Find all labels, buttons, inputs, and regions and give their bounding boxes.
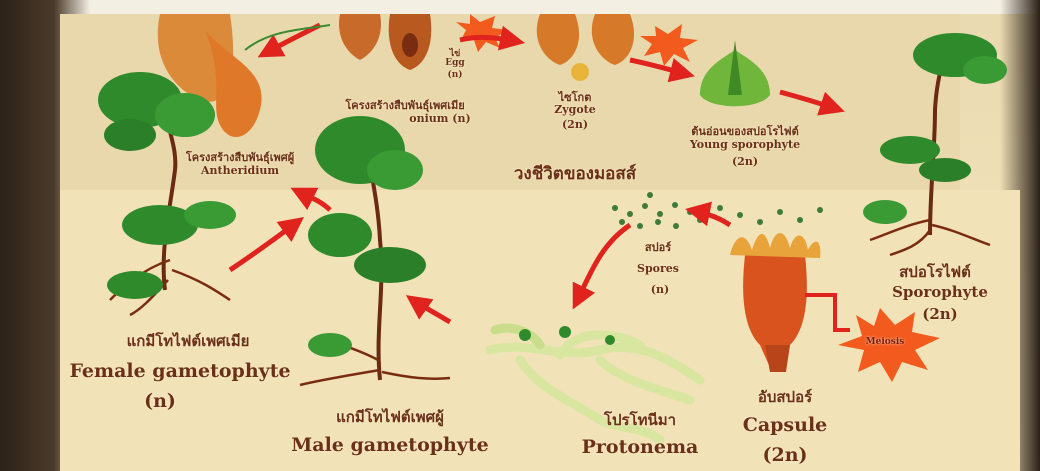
display-title: วงชีวิตของมอสส์: [470, 160, 680, 187]
female-gametophyte-ploidy: (n): [130, 390, 190, 412]
protonema-thai-label: โปรโทนีมา: [585, 408, 695, 432]
male-gametophyte-label: Male gametophyte: [270, 434, 510, 456]
spores-label: Spores: [628, 262, 688, 275]
antheridium-label: Antheridium: [175, 164, 305, 177]
zygote-label: Zygote: [540, 103, 610, 116]
sporophyte-thai-label: สปอโรไฟต์: [880, 260, 990, 284]
capsule-thai-label: อับสปอร์: [735, 385, 835, 409]
egg-label: Egg: [440, 58, 470, 68]
spores-thai-label: สปอร์: [628, 238, 688, 256]
capsule-label: Capsule: [730, 414, 840, 436]
female-gametophyte-thai-label: แกมีโทไฟต์เพศเมีย: [88, 329, 288, 353]
female-gametophyte-label: Female gametophyte: [60, 360, 300, 382]
zygote-ploidy: (2n): [555, 118, 595, 131]
archegonium-label: onium (n): [395, 112, 485, 125]
egg-ploidy: (n): [440, 70, 470, 80]
young-sporophyte-ploidy: (2n): [725, 155, 765, 168]
sporophyte-label: Sporophyte: [880, 283, 1000, 301]
capsule-ploidy: (2n): [755, 444, 815, 466]
young-sporophyte-label: Young sporophyte: [670, 138, 820, 151]
meiosis-label: Meiosis: [855, 337, 915, 347]
male-gametophyte-thai-label: แกมีโทไฟต์เพศผู้: [290, 405, 490, 429]
spores-ploidy: (n): [640, 283, 680, 296]
protonema-label: Protonema: [575, 436, 705, 458]
sporophyte-ploidy: (2n): [910, 305, 970, 323]
